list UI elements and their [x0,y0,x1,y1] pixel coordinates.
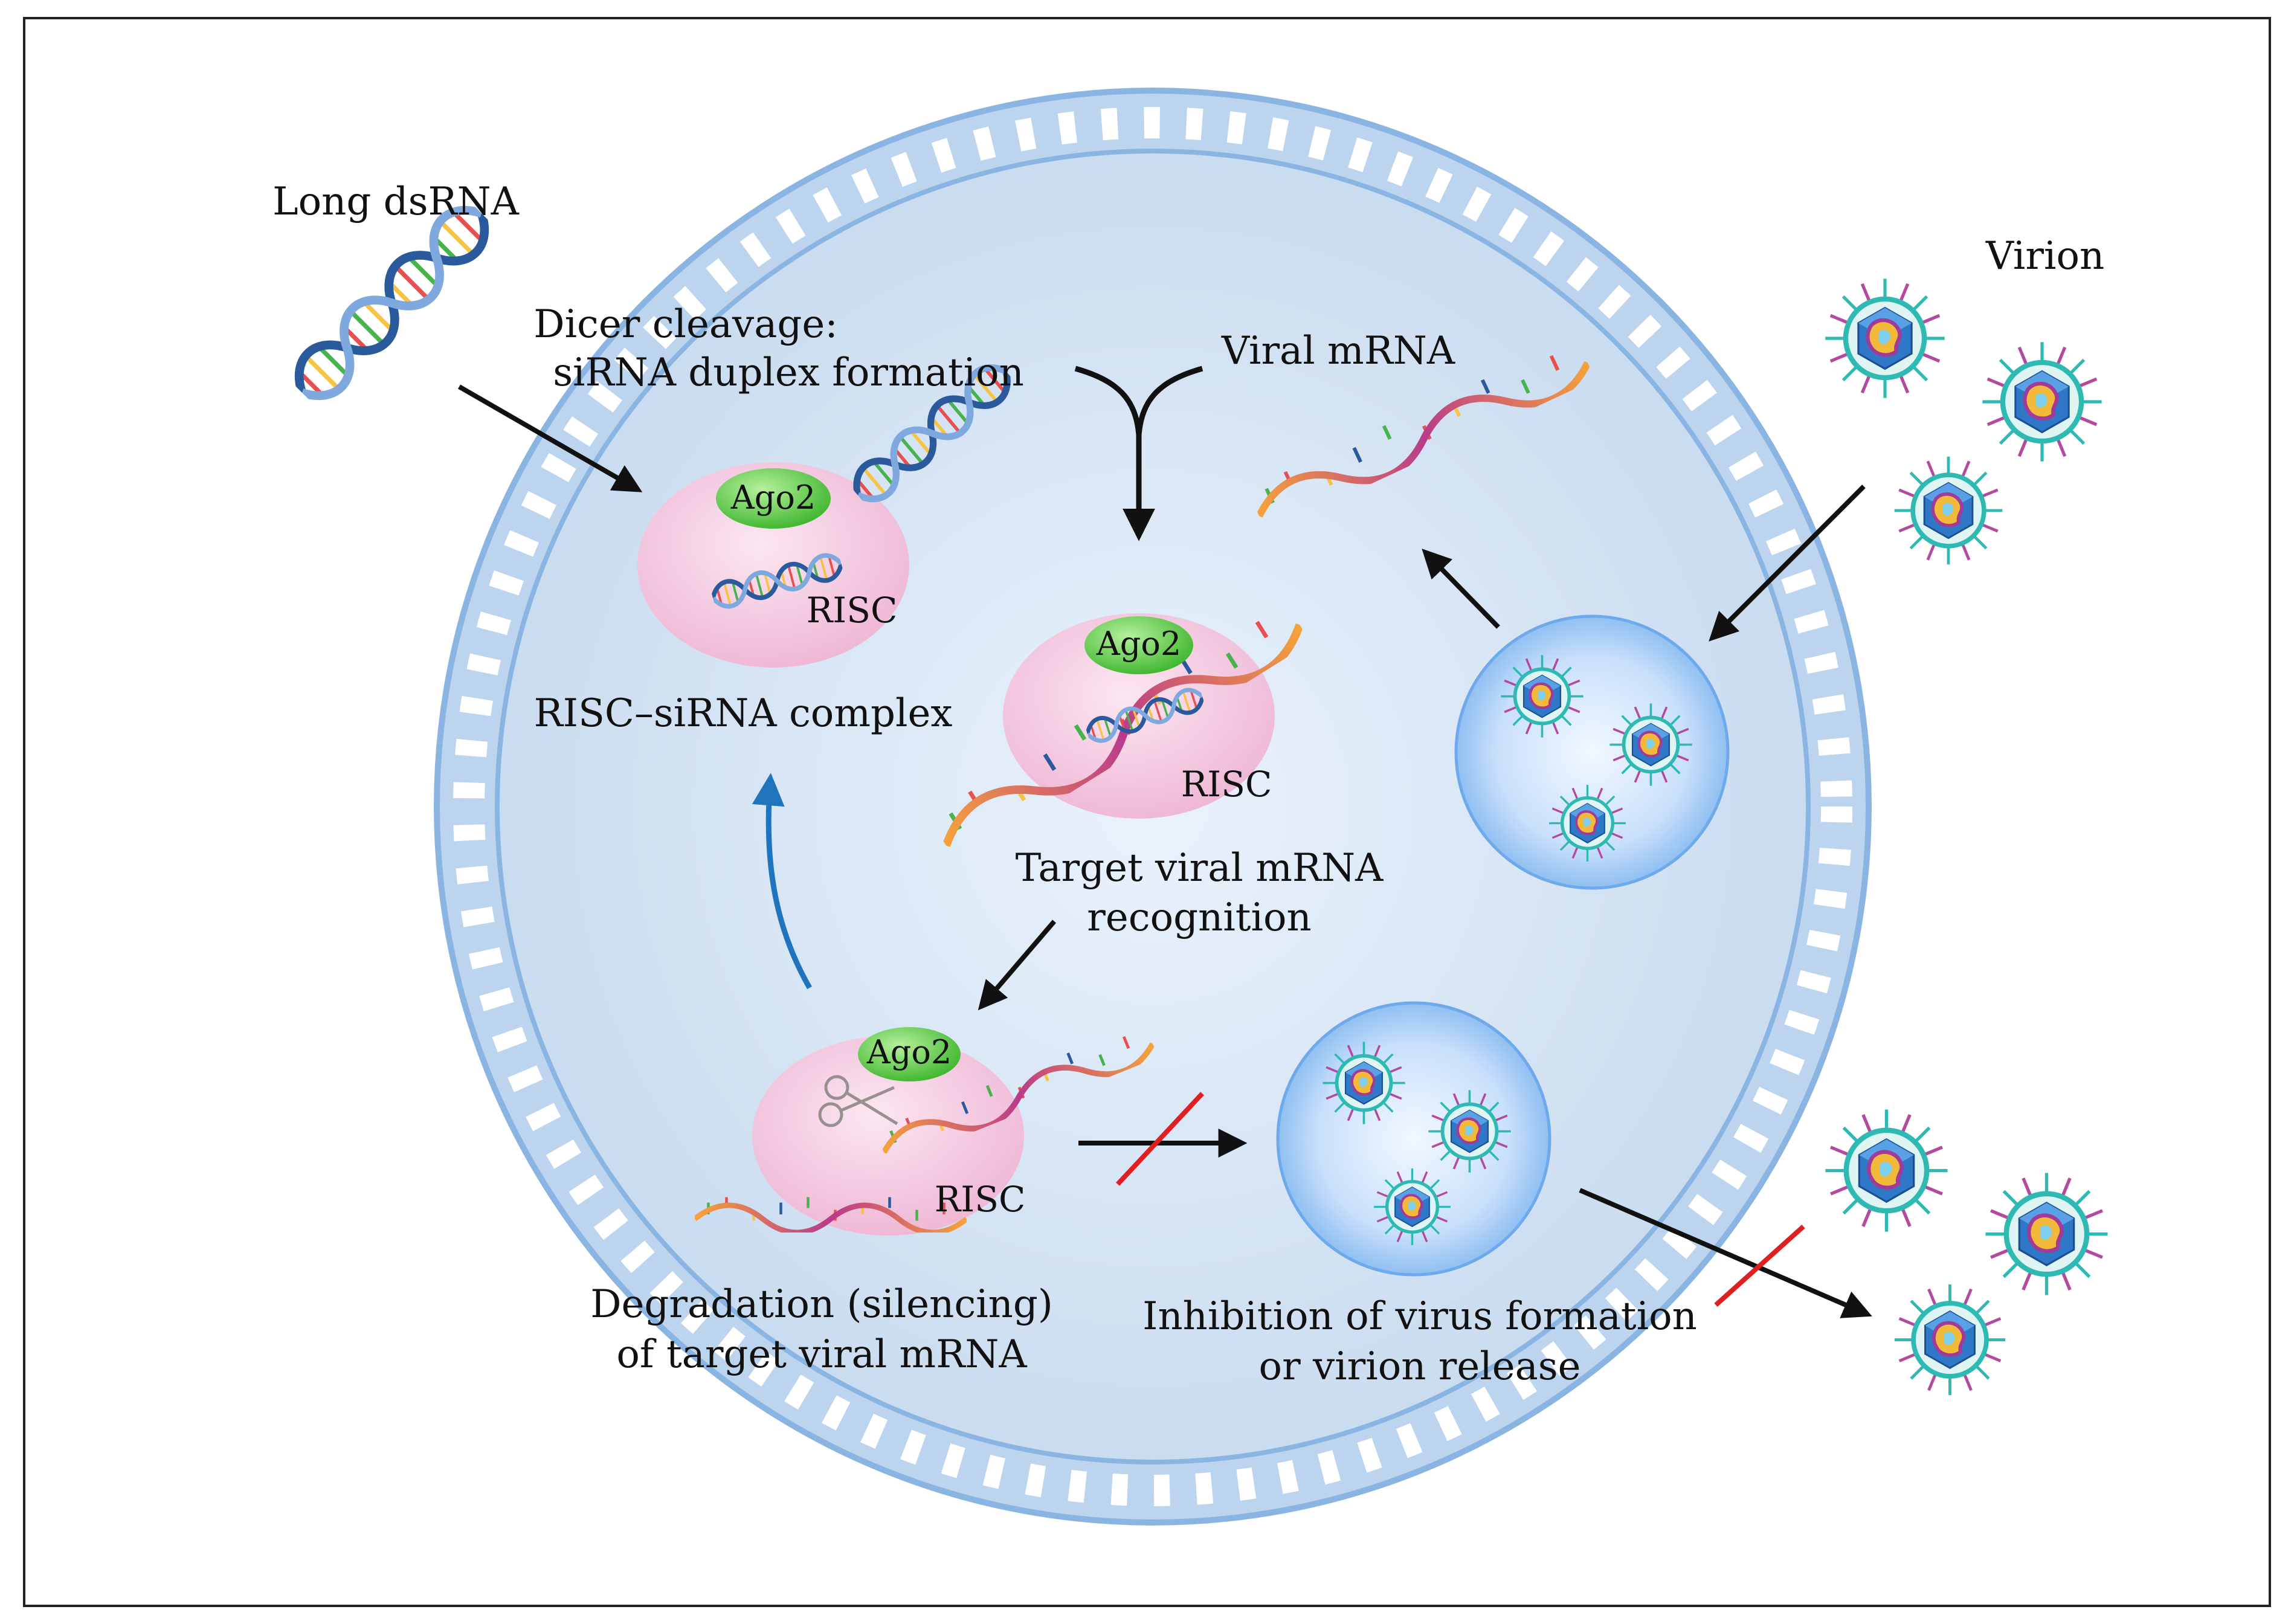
ago2-protein [716,468,831,529]
risc-sirna-complex: Ago2 RISC [637,357,1018,668]
endosome-vesicle [1454,614,1730,890]
scissors-icon [818,1075,898,1127]
ago2-label: Ago2 [730,478,816,517]
virion-particle [1501,655,1583,737]
ago2-protein [1084,616,1193,674]
cell-membrane-ring [453,107,1852,1506]
virion-particle [1428,1090,1510,1172]
virion-particle [1982,342,2101,461]
label-degradation-line2: of target viral mRNA [616,1332,1027,1377]
arrow-virion-entry [1709,485,1866,642]
label-dicer-line1: Dicer cleavage: [533,302,838,347]
virion-particle [1825,1109,1947,1231]
virion-particle [1549,785,1626,862]
label-degradation-line1: Degradation (silencing) [590,1282,1053,1327]
risc-target-complex: Ago2 RISC [929,596,1311,863]
merge-arrow [1074,366,1203,541]
ago2-label: Ago2 [1096,625,1181,663]
risc-sirna-body [637,462,909,668]
label-inhibition-line2: or virion release [1259,1344,1581,1389]
risc-degradation-complex: Ago2 RISC [695,1022,1158,1236]
recycle-arrow [752,773,812,990]
ago2-protein [858,1027,961,1081]
label-target-line2: recognition [1087,895,1311,940]
arrow-target-to-degradation [978,920,1057,1011]
virion-particle [1374,1168,1451,1245]
label-risc-sirna-complex: RISC–siRNA complex [534,691,953,736]
label-virion: Virion [1985,234,2104,279]
risc-degradation-body [752,1036,1024,1236]
risc-label: RISC [807,590,898,631]
virion-particle [1323,1042,1405,1124]
blocked-arrow-formation [1078,1092,1248,1186]
arrow-uncoating [1422,549,1500,629]
risc-label: RISC [935,1179,1026,1220]
ago2-label: Ago2 [866,1033,952,1071]
label-target-line1: Target viral mRNA [1016,846,1384,891]
assembly-vesicle [1276,1001,1551,1277]
blocked-arrow-release [1579,1188,1872,1318]
virion-particle [1825,279,1944,398]
label-dicer-line2: siRNA duplex formation [553,350,1024,395]
label-long-dsrna: Long dsRNA [272,179,520,224]
label-inhibition-line1: Inhibition of virus formation [1142,1294,1697,1339]
virion-particle [1895,457,2003,565]
virion-particle [1609,703,1692,785]
virion-particle [1895,1284,2005,1395]
risc-target-body [1003,613,1275,819]
risc-label: RISC [1181,764,1272,805]
virion-particle [1985,1173,2107,1295]
label-viral-mrna: Viral mRNA [1221,329,1455,373]
arrow-dsrna-to-risc [458,384,643,492]
